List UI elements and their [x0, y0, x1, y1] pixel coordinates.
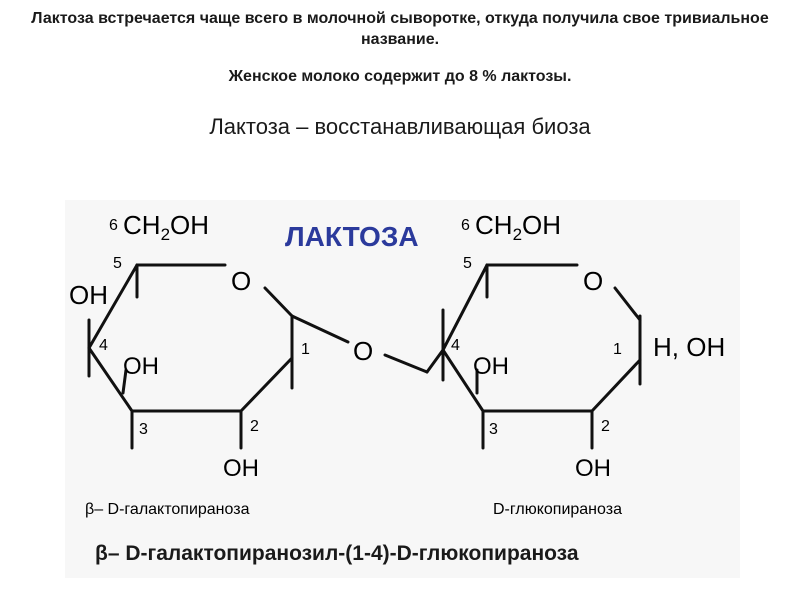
right-c2-oh-label: OH [575, 455, 611, 482]
right-o-c1-bond [613, 286, 642, 322]
left-ring-oxygen: O [231, 266, 251, 296]
bond-lines [87, 263, 642, 450]
left-c4-c5-bond [87, 263, 139, 350]
right-c4-c5-bond [441, 263, 489, 352]
right-c1-substituents: H, OH [653, 332, 725, 362]
bridge-c1-o-bond [290, 314, 350, 344]
intro-text: Лактоза встречается чаще всего в молочно… [20, 8, 780, 87]
left-carbon-4-label: 4 [99, 337, 108, 354]
bridge-corner-c4-bond [425, 348, 445, 374]
right-c3-oh-label: OH [473, 353, 509, 380]
right-carbon-3-label: 3 [489, 421, 498, 438]
glycosidic-oxygen: O [353, 336, 373, 366]
right-carbon-4-label: 4 [451, 337, 460, 354]
left-c2-oh-label: OH [223, 455, 259, 482]
right-ring-oxygen: O [583, 266, 603, 296]
slide-subtitle: Лактоза – восстанавливающая биоза [209, 114, 591, 139]
left-carbon-5-label: 5 [113, 255, 122, 272]
right-ch2oh-label: CH2OH [475, 210, 561, 244]
left-carbon-2-label: 2 [250, 418, 259, 435]
intro-paragraph-2: Женское молоко содержит до 8 % лактозы. [228, 68, 572, 85]
left-carbon-6-label: 6 [109, 217, 118, 234]
left-c4-oh-top: OH [69, 280, 108, 310]
left-ch2oh-label: CH2OH [123, 210, 209, 244]
left-carbon-3-label: 3 [139, 421, 148, 438]
left-c3-c4-bond [87, 346, 134, 413]
left-carbon-1-label: 1 [301, 341, 310, 358]
left-c1-c2-bond [239, 356, 294, 413]
lactose-structure-figure: ЛАКТОЗА 6 CH2OH 5 O OH 4 OH 1 3 2 OH β– … [65, 200, 740, 578]
lactose-structure-diagram: ЛАКТОЗА 6 CH2OH 5 O OH 4 OH 1 3 2 OH β– … [69, 210, 725, 565]
left-o-c1-bond [263, 286, 294, 318]
full-systematic-name: β– D-галактопиранозил-(1-4)-D-глюкопиран… [95, 542, 579, 565]
intro-paragraph-1: Лактоза встречается чаще всего в молочно… [31, 10, 769, 48]
right-carbon-6-label: 6 [461, 217, 470, 234]
diagram-title: ЛАКТОЗА [285, 221, 419, 252]
right-c1-c2-bond [590, 358, 642, 413]
left-c4-oh-bottom: OH [123, 353, 159, 380]
left-c4-oh-bond [121, 368, 128, 395]
right-c3-c4-bond [441, 348, 485, 413]
right-carbon-5-label: 5 [463, 255, 472, 272]
right-carbon-2-label: 2 [601, 418, 610, 435]
right-ring-name: D-глюкопираноза [493, 501, 622, 518]
right-carbon-1-label: 1 [613, 341, 622, 358]
bridge-o-corner-bond [383, 353, 429, 374]
left-ring-name: β– D-галактопираноза [85, 501, 250, 518]
